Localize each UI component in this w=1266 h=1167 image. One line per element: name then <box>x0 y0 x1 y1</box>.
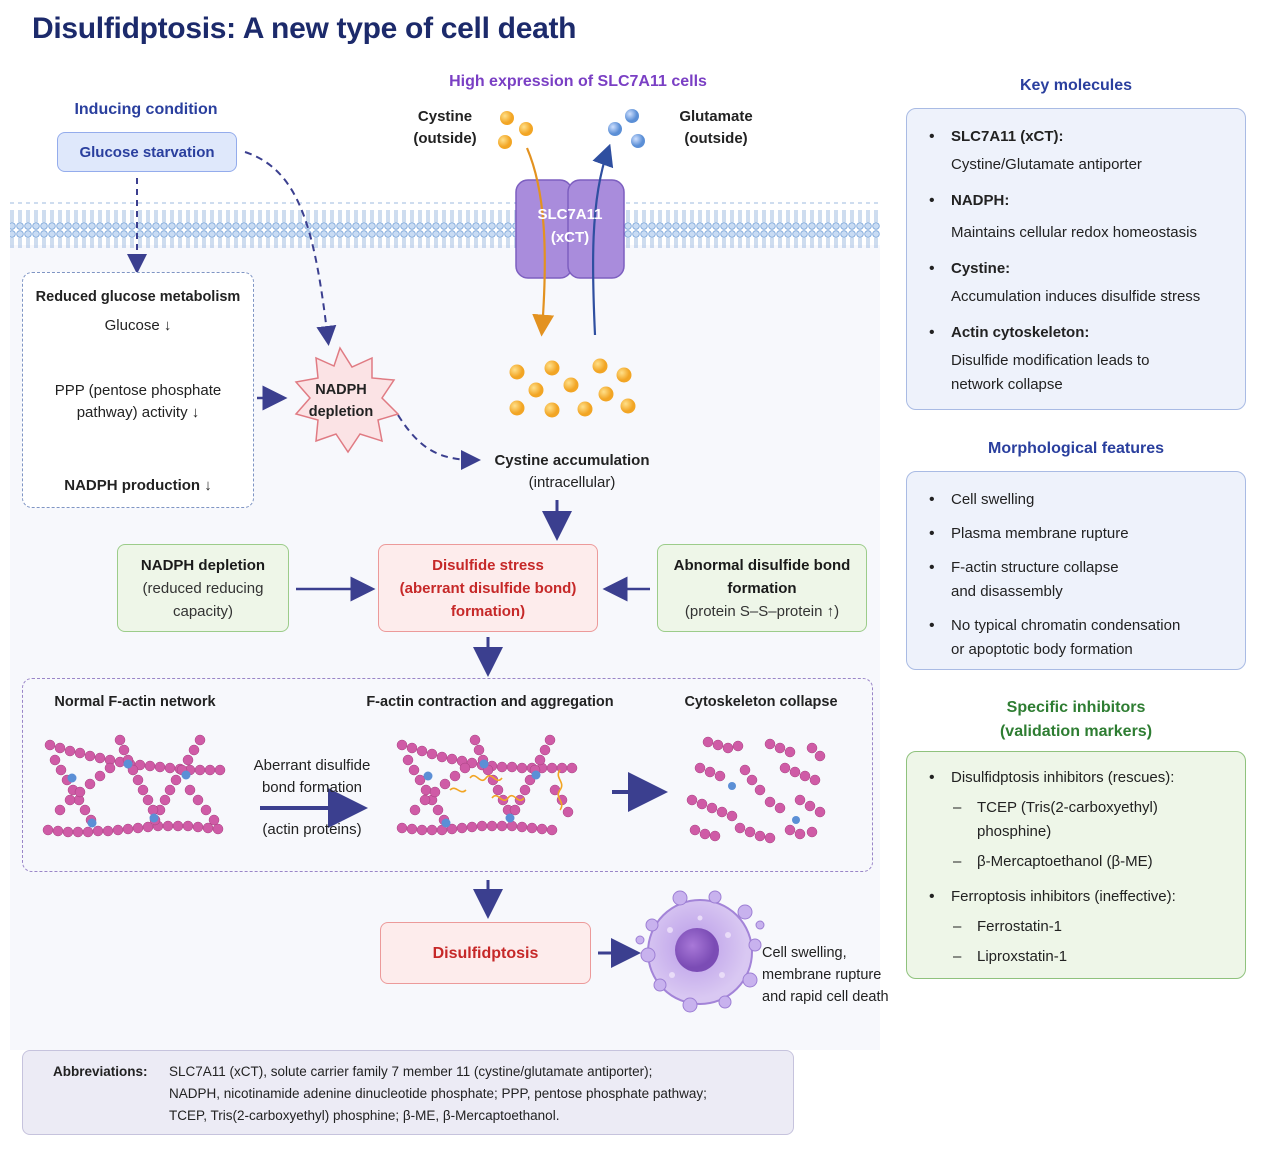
morphology-item-cont: and disassembly <box>951 583 1063 600</box>
key-molecule-desc: Cystine/Glutamate antiporter <box>951 156 1142 173</box>
actin-proteins-label: (actin proteins) <box>262 821 362 838</box>
slc7a11-transporter: SLC7A11 (xCT) <box>516 203 624 249</box>
nadph-depletion-line-1: NADPH depletion <box>140 556 266 574</box>
metabolism-title: Reduced glucose metabolism <box>35 289 241 305</box>
nadph-production-label: NADPH production ↓ <box>64 477 212 494</box>
abbreviations-line-1: SLC7A11 (xCT), solute carrier family 7 m… <box>169 1064 653 1079</box>
abbreviations-text: SLC7A11 (xCT), solute carrier family 7 m… <box>169 1061 789 1127</box>
inhibitors-heading-1: Specific inhibitors <box>1006 699 1146 716</box>
glucose-starvation-label: Glucose starvation <box>79 143 215 161</box>
abbreviations-label: Abbreviations: <box>53 1064 148 1079</box>
aberrant-bond-label: Aberrant disulfide bond formation <box>244 755 380 799</box>
actin-panel <box>22 678 873 872</box>
page-title: Disulfidptosis: A new type of cell death <box>32 12 577 45</box>
glucose-down-label: Glucose ↓ <box>104 317 172 334</box>
aberrant-bond-line-2: bond formation <box>261 779 363 796</box>
morphology-item: Cell swelling <box>927 488 1229 512</box>
nadph-burst-line-2: depletion <box>308 404 374 420</box>
morphology-item: Plasma membrane rupture <box>927 522 1229 546</box>
key-molecule-item: Cystine: Accumulation induces disulfide … <box>927 257 1229 309</box>
disulfide-stress-line-1: Disulfide stress <box>432 556 544 574</box>
disulfidptosis-box: Disulfidptosis <box>380 922 591 984</box>
transporter-name-2: (xCT) <box>550 229 590 246</box>
inhibitor-group: Ferroptosis inhibitors (ineffective): <box>927 885 1229 909</box>
key-molecule-name: NADPH: <box>951 192 1010 209</box>
cystine-outside-label: Cystine (outside) <box>400 106 490 150</box>
outcome-description: Cell swelling, membrane rupture and rapi… <box>762 942 912 1008</box>
key-molecule-name: SLC7A11 (xCT): <box>951 128 1064 145</box>
key-molecule-desc: Disulfide modification leads to <box>951 352 1150 369</box>
outcome-line-2: membrane rupture <box>762 967 882 983</box>
key-molecule-name: Cystine: <box>951 260 1011 277</box>
inducing-condition-heading: Inducing condition <box>74 101 218 118</box>
cystine-accumulation-line-1: Cystine accumulation <box>494 452 650 469</box>
key-molecule-item: SLC7A11 (xCT): Cystine/Glutamate antipor… <box>927 125 1229 177</box>
key-molecule-desc: Maintains cellular redox homeostasis <box>951 224 1197 241</box>
abnormal-disulfide-line-3: (protein S–S–protein ↑) <box>684 602 840 620</box>
nadph-burst-line-1: NADPH <box>315 382 367 398</box>
key-molecule-item: Actin cytoskeleton: Disulfide modificati… <box>927 321 1229 397</box>
transporter-name-1: SLC7A11 <box>537 206 603 223</box>
cystine-accumulation-line-2: (intracellular) <box>528 474 616 491</box>
inhibitors-heading: Specific inhibitors (validation markers) <box>906 696 1246 744</box>
key-molecule-name: Actin cytoskeleton: <box>951 324 1090 341</box>
normal-actin-title: Normal F-actin network <box>54 694 216 710</box>
inhibitors-heading-2: (validation markers) <box>999 723 1153 740</box>
collapse-title: Cytoskeleton collapse <box>684 694 838 710</box>
disulfide-stress-line-3: formation) <box>450 602 526 620</box>
cystine-label-2: (outside) <box>413 130 477 147</box>
outcome-line-1: Cell swelling, <box>762 945 847 961</box>
glucose-metabolism-box <box>22 272 254 508</box>
abnormal-disulfide-line-2: formation <box>727 579 797 597</box>
cystine-label-1: Cystine <box>417 108 473 125</box>
key-molecule-desc-2: network collapse <box>951 376 1063 393</box>
key-molecules-panel: SLC7A11 (xCT): Cystine/Glutamate antipor… <box>906 108 1246 410</box>
morphology-item: No typical chromatin condensation <box>927 614 1229 638</box>
key-molecule-item: NADPH: Maintains cellular redox homeosta… <box>927 189 1229 245</box>
morphology-heading: Morphological features <box>987 440 1165 457</box>
key-molecules-heading: Key molecules <box>1019 77 1133 94</box>
disulfidptosis-label: Disulfidptosis <box>432 944 539 962</box>
abnormal-disulfide-line-1: Abnormal disulfide bond <box>673 556 851 574</box>
glutamate-outside-label: Glutamate (outside) <box>665 106 767 150</box>
glutamate-label-2: (outside) <box>684 130 748 147</box>
ppp-line-1: PPP (pentose phosphate <box>54 382 222 399</box>
key-molecule-desc: Accumulation induces disulfide stress <box>951 288 1201 305</box>
aberrant-bond-line-1: Aberrant disulfide <box>253 757 371 774</box>
glutamate-label-1: Glutamate <box>679 108 753 125</box>
abnormal-disulfide-box: Abnormal disulfide bond formation (prote… <box>657 544 867 632</box>
inhibitor-item: Liproxstatin-1 <box>927 945 1229 969</box>
morphology-panel: Cell swelling Plasma membrane rupture F-… <box>906 471 1246 670</box>
abbreviations-box: Abbreviations: SLC7A11 (xCT), solute car… <box>22 1050 794 1135</box>
morphology-item: F-actin structure collapse <box>927 556 1229 580</box>
inhibitor-group: Disulfidptosis inhibitors (rescues): <box>927 766 1229 790</box>
inhibitor-item-cont: phosphine) <box>977 823 1052 840</box>
ppp-line-2: pathway) activity ↓ <box>76 404 200 421</box>
outcome-line-3: and rapid cell death <box>762 989 889 1005</box>
disulfide-stress-box: Disulfide stress (aberrant disulfide bon… <box>378 544 598 632</box>
inhibitor-item: TCEP (Tris(2-carboxyethyl) <box>927 796 1229 820</box>
cystine-accumulation-label: Cystine accumulation (intracellular) <box>472 450 672 494</box>
nadph-depletion-line-3: capacity) <box>172 602 234 620</box>
nadph-depletion-line-2: (reduced reducing <box>142 579 264 597</box>
inhibitor-item: β-Mercaptoethanol (β-ME) <box>927 850 1229 874</box>
glucose-starvation-box: Glucose starvation <box>57 132 237 172</box>
inhibitors-panel: Disulfidptosis inhibitors (rescues): TCE… <box>906 751 1246 979</box>
nadph-depletion-burst: NADPH depletion <box>296 379 386 423</box>
high-expression-heading: High expression of SLC7A11 cells <box>449 73 707 90</box>
contraction-title: F-actin contraction and aggregation <box>366 694 614 710</box>
disulfide-stress-line-2: (aberrant disulfide bond) <box>399 579 577 597</box>
inhibitor-item: Ferrostatin-1 <box>927 915 1229 939</box>
abbreviations-line-3: TCEP, Tris(2-carboxyethyl) phosphine; β-… <box>169 1108 560 1123</box>
nadph-depletion-box: NADPH depletion (reduced reducing capaci… <box>117 544 289 632</box>
morphology-item-cont: or apoptotic body formation <box>951 641 1133 658</box>
abbreviations-line-2: NADPH, nicotinamide adenine dinucleotide… <box>169 1086 707 1101</box>
